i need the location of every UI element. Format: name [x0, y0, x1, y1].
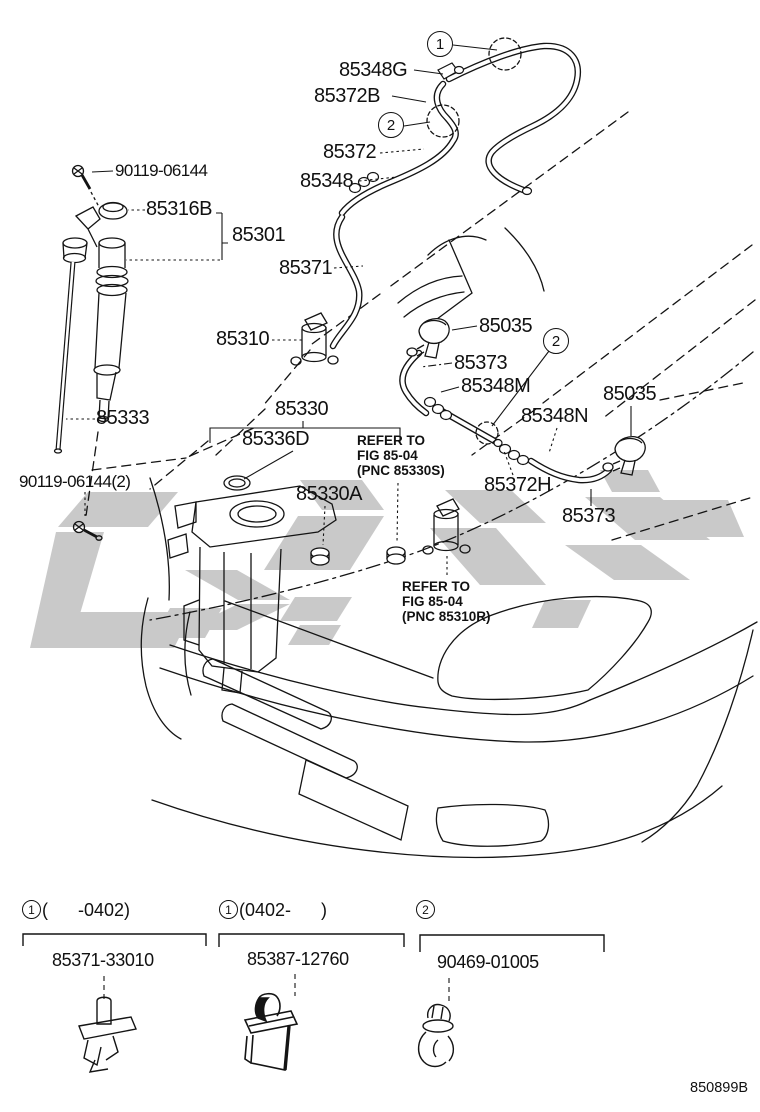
clip-art-85371-33010 — [78, 996, 137, 1073]
car-body — [85, 111, 758, 858]
part-label-85372: 85372 — [323, 141, 377, 163]
washer-nozzle-left-85035 — [406, 317, 450, 359]
legend-callout-2-icon: 2 — [416, 900, 435, 919]
legend-callout-1-icon: 1 — [219, 900, 238, 919]
washer-nozzle-right-85035 — [602, 435, 646, 476]
washer-hoses — [329, 37, 613, 484]
part-label-90119-06144-2: 90119-06144(2) — [19, 472, 131, 491]
refer-note-85330s: REFER TO FIG 85-04 (PNC 85330S) — [357, 433, 445, 478]
legend-leaders — [103, 974, 450, 1004]
bolt-90119-06144 — [71, 164, 100, 208]
part-label-85310: 85310 — [216, 328, 270, 350]
refer-note-line: REFER TO — [402, 579, 471, 594]
callout-2-badge: 2 — [378, 112, 404, 138]
part-label-85371: 85371 — [279, 257, 333, 279]
part-label-85372H: 85372H — [484, 474, 552, 496]
part-label-85348M: 85348M — [461, 375, 531, 397]
legend-item-1-header: 1( -0402) — [22, 900, 130, 919]
clip-art-90469-01005 — [417, 1003, 455, 1068]
figure-code: 850899B — [690, 1080, 749, 1096]
part-label-85348G: 85348G — [339, 59, 408, 81]
legend-part-90469-01005: 90469-01005 — [437, 952, 539, 972]
legend-range: ( -0402) — [42, 899, 131, 920]
legend-part-85387-12760: 85387-12760 — [247, 949, 349, 969]
washer-reservoir-85330 — [167, 475, 337, 694]
part-label-85348N: 85348N — [521, 405, 589, 427]
part-label-85330: 85330 — [275, 398, 329, 420]
part-label-85373-left: 85373 — [454, 352, 508, 374]
part-label-85373-right: 85373 — [562, 505, 616, 527]
callout-2b-badge: 2 — [543, 328, 569, 354]
part-label-85301: 85301 — [232, 224, 286, 246]
bolt-90119-06144-2 — [72, 520, 103, 541]
grommets — [310, 546, 406, 566]
clamp-position-circles — [426, 37, 522, 445]
part-label-85348: 85348 — [300, 170, 354, 192]
refer-note-line: FIG 85-04 — [402, 594, 463, 609]
callout-1-badge: 1 — [427, 31, 453, 57]
part-label-85330A: 85330A — [296, 483, 362, 505]
legend-brackets — [22, 933, 605, 952]
washer-pump-85310 — [290, 312, 339, 366]
filler-tube-85333 — [53, 237, 88, 454]
legend-item-2-header: 1(0402- ) — [219, 900, 327, 919]
legend-callout-1-icon: 1 — [22, 900, 41, 919]
refer-note-line: FIG 85-04 — [357, 448, 418, 463]
clip-art-85387-12760 — [243, 992, 299, 1071]
refer-note-line: REFER TO — [357, 433, 426, 448]
legend-item-3-header: 2 — [416, 900, 436, 919]
hose-connectors — [348, 62, 530, 466]
refer-note-line: (PNC 85310R) — [402, 609, 491, 624]
refer-note-85310r: REFER TO FIG 85-04 (PNC 85310R) — [402, 579, 491, 624]
legend-part-85371-33010: 85371-33010 — [52, 950, 154, 970]
refer-note-line: (PNC 85330S) — [357, 463, 445, 478]
washer-pump-rear — [422, 498, 471, 555]
leader-lines — [66, 44, 632, 577]
part-label-85372B: 85372B — [314, 85, 380, 107]
part-label-90119-06144: 90119-06144 — [115, 161, 208, 180]
filler-neck-85301 — [74, 201, 129, 423]
watermark — [30, 470, 744, 648]
part-label-85333: 85333 — [96, 407, 150, 429]
legend-range: (0402- ) — [239, 899, 328, 920]
part-label-85035-right: 85035 — [603, 383, 657, 405]
part-label-85035-left: 85035 — [479, 315, 533, 337]
part-label-85336D: 85336D — [242, 428, 310, 450]
part-label-85316B: 85316B — [146, 198, 212, 220]
